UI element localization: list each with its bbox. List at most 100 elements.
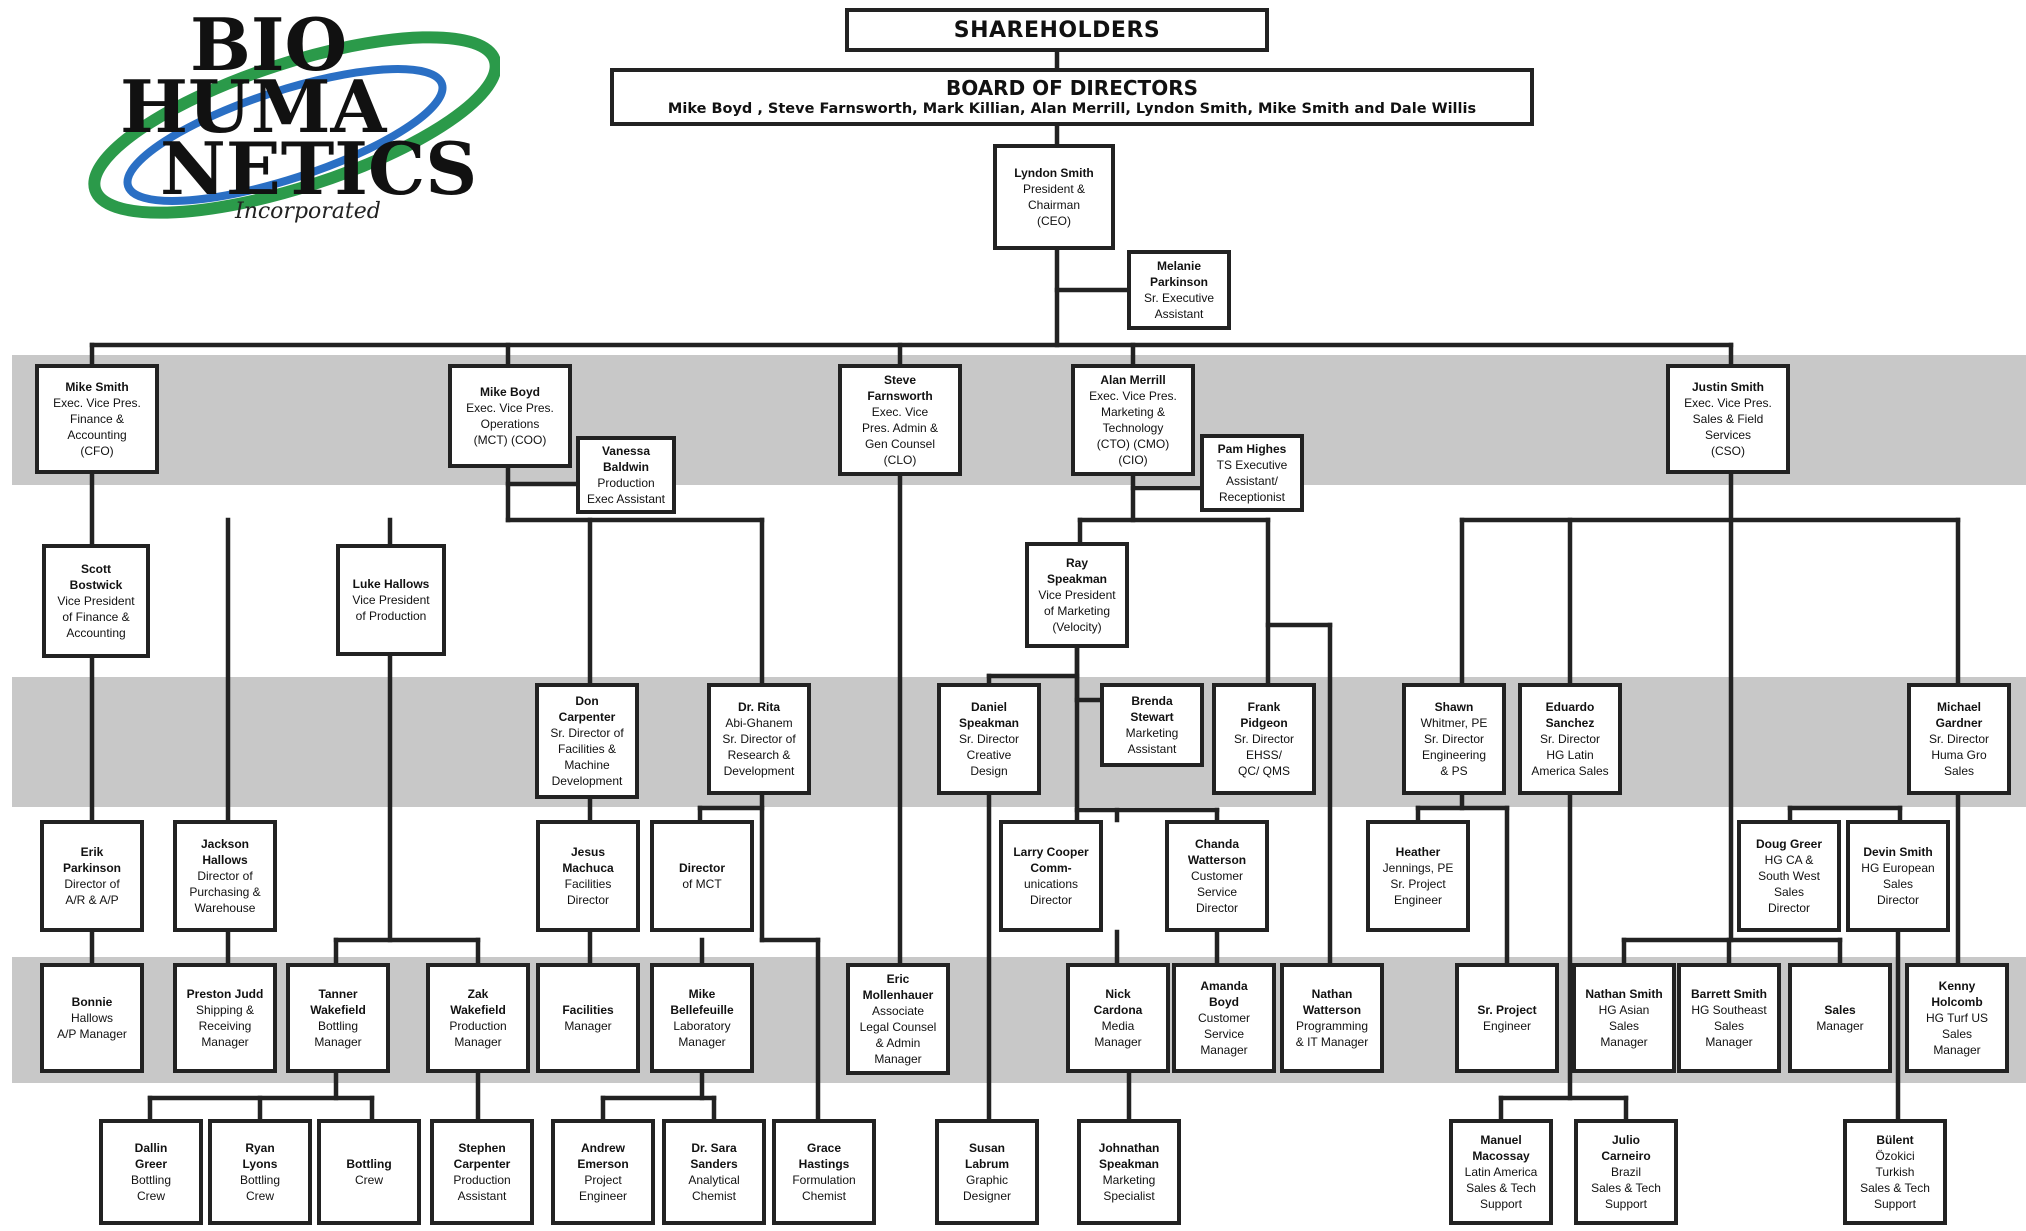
logo-line-3: NETICS bbox=[160, 126, 477, 211]
org-node-text: Chemist bbox=[691, 1189, 736, 1203]
org-node-text: (CTO) (CMO) bbox=[1096, 437, 1170, 451]
org-node-text: Chanda bbox=[1194, 837, 1239, 851]
org-node-text: Brenda bbox=[1131, 694, 1173, 708]
org-node-text: Özokici bbox=[1875, 1149, 1915, 1163]
org-node-text: Support bbox=[1604, 1197, 1648, 1211]
org-node-text: Exec Assistant bbox=[586, 492, 666, 506]
org-node-text: Director bbox=[566, 893, 609, 907]
org-node-text: Graphic bbox=[965, 1173, 1009, 1187]
org-node-text: (CLO) bbox=[883, 453, 917, 467]
org-node-text: Sales & Field bbox=[1692, 412, 1764, 426]
org-node-text: Daniel bbox=[970, 700, 1007, 714]
org-node-text: Heather bbox=[1395, 845, 1441, 859]
org-node-text: Director bbox=[1029, 893, 1072, 907]
org-node-text: Carpenter bbox=[558, 710, 616, 724]
org-node-text: unications bbox=[1023, 877, 1079, 891]
org-node-text: Sr. Director of bbox=[722, 732, 796, 746]
org-node-text: Greer bbox=[134, 1157, 168, 1171]
org-node-text: of MCT bbox=[682, 877, 722, 891]
org-node-text: Sales bbox=[1713, 1019, 1745, 1033]
shareholders-label: SHAREHOLDERS bbox=[953, 17, 1161, 43]
org-node-text: (Velocity) bbox=[1052, 620, 1102, 634]
org-node-text: Frank bbox=[1247, 700, 1281, 714]
org-node-text: Luke Hallows bbox=[352, 577, 430, 591]
org-node-text: Nick bbox=[1105, 987, 1131, 1001]
org-node-text: TS Executive bbox=[1216, 458, 1288, 472]
org-node-text: of Finance & bbox=[62, 610, 130, 624]
org-node-text: Associate bbox=[871, 1004, 925, 1018]
org-node-text: Steve bbox=[883, 373, 917, 387]
board-of-directors-box: BOARD OF DIRECTORS Mike Boyd , Steve Far… bbox=[610, 68, 1534, 126]
org-node-text: Crew bbox=[245, 1189, 274, 1203]
org-node-text: Susan bbox=[968, 1141, 1005, 1155]
org-node-text: Don bbox=[575, 694, 599, 708]
org-node-text: Devin Smith bbox=[1863, 845, 1933, 859]
org-node-text: Hastings bbox=[798, 1157, 850, 1171]
org-node-text: Support bbox=[1873, 1197, 1917, 1211]
org-node-text: Parkinson bbox=[62, 861, 122, 875]
org-node-text: Sr. Director bbox=[1928, 732, 1989, 746]
org-node-text: Justin Smith bbox=[1691, 380, 1764, 394]
org-node-text: Baldwin bbox=[602, 460, 649, 474]
org-node-text: Customer bbox=[1197, 1011, 1250, 1025]
org-node-text: Development bbox=[551, 774, 623, 788]
org-node-text: Dr. Sara bbox=[691, 1141, 737, 1155]
org-node-text: Dallin bbox=[134, 1141, 168, 1155]
org-node-text: Melanie bbox=[1156, 259, 1201, 273]
org-node-text: (CSO) bbox=[1711, 444, 1745, 458]
org-node-text: Bonnie bbox=[71, 995, 113, 1009]
org-node-text: Eduardo bbox=[1545, 700, 1595, 714]
org-node-text: Boyd bbox=[1209, 995, 1239, 1009]
org-node-text: Manager bbox=[874, 1052, 922, 1066]
org-node-text: Bülent bbox=[1876, 1133, 1914, 1147]
org-node-text: Speakman bbox=[958, 716, 1020, 730]
org-node-text: Macossay bbox=[1472, 1149, 1530, 1163]
org-node-text: Shawn bbox=[1434, 700, 1474, 714]
org-node-text: Sanders bbox=[690, 1157, 738, 1171]
org-node-text: Doug Greer bbox=[1755, 837, 1822, 851]
org-node-text: Amanda bbox=[1200, 979, 1248, 993]
org-node-text: Manager bbox=[564, 1019, 612, 1033]
org-node-text: Manager bbox=[454, 1035, 502, 1049]
org-node-text: Labrum bbox=[964, 1157, 1009, 1171]
biohumanetics-logo: BIO HUMA NETICS Incorporated bbox=[40, 0, 502, 230]
org-node-text: HG CA & bbox=[1764, 853, 1814, 867]
org-node-text: Brazil bbox=[1610, 1165, 1641, 1179]
org-node-text: Assistant bbox=[457, 1189, 507, 1203]
org-node-text: Manager bbox=[1933, 1043, 1981, 1057]
org-node-text: Facilities & bbox=[557, 742, 616, 756]
org-node-text: Shipping & bbox=[195, 1003, 255, 1017]
org-node-text: Finance & bbox=[69, 412, 125, 426]
org-node-text: Nathan Smith bbox=[1585, 987, 1663, 1001]
org-node-text: Barrett Smith bbox=[1690, 987, 1767, 1001]
org-node-text: Lyndon Smith bbox=[1014, 166, 1094, 180]
org-node-text: Machuca bbox=[562, 861, 614, 875]
org-node-text: Tanner bbox=[318, 987, 358, 1001]
org-node-text: Lyons bbox=[242, 1157, 278, 1171]
org-node-text: Gardner bbox=[1935, 716, 1983, 730]
org-node-text: Chemist bbox=[801, 1189, 846, 1203]
org-node-text: Farnsworth bbox=[867, 389, 933, 403]
org-node-text: of Production bbox=[355, 609, 427, 623]
org-node-text: Bottling bbox=[346, 1157, 392, 1171]
org-node-text: Watterson bbox=[1187, 853, 1247, 867]
org-node-text: President & bbox=[1022, 182, 1086, 196]
